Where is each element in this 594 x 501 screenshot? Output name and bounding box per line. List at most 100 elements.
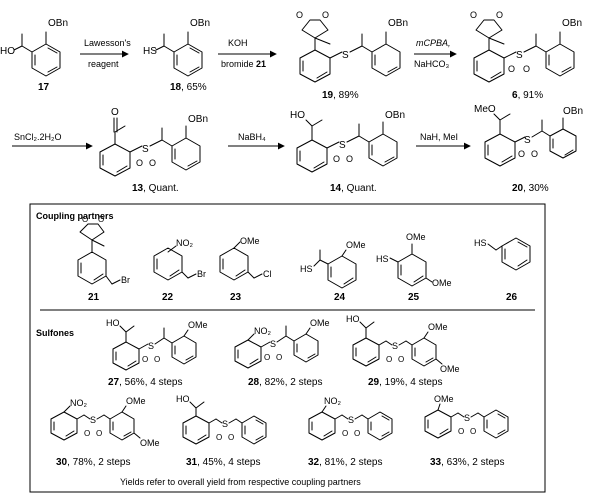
dioxolane-o1: O: [470, 10, 477, 20]
no2-label: NO₂: [70, 398, 88, 408]
partner-id: 23: [230, 292, 242, 303]
coupling-partners-title: Coupling partners: [36, 211, 114, 221]
sulfur-label: S: [342, 50, 349, 61]
sulfur-label: S: [524, 135, 531, 146]
sulfur-label: S: [142, 144, 149, 155]
sulfone-29-caption: 29, 19%, 4 steps: [368, 377, 443, 388]
hydroxyl-label: HO: [290, 110, 305, 121]
partner-label: HS: [300, 264, 313, 274]
sulfone-31: HO S O O: [176, 394, 267, 445]
hydroxyl-label: HO: [0, 46, 15, 57]
sulfone-27-caption: 27, 56%, 4 steps: [108, 377, 183, 388]
ome-label-2: OMe: [140, 438, 160, 448]
s-label: S: [464, 413, 470, 423]
obn-label: OBn: [388, 18, 408, 29]
compound-18: OBn HS: [143, 18, 210, 77]
ome-label: OMe: [126, 396, 146, 406]
sulfur-label: S: [516, 50, 523, 61]
o-label: O: [386, 355, 392, 364]
partner-id: 25: [408, 292, 420, 303]
partner-21: O O Br: [77, 215, 130, 285]
ome-label: OMe: [188, 320, 208, 330]
partner-label: OMe: [432, 278, 452, 288]
s-label: S: [222, 419, 228, 429]
reagent-mcpba: mCPBA,: [416, 38, 451, 48]
partner-26: HS: [474, 237, 531, 271]
ho-label: HO: [176, 394, 190, 404]
ho-label: HO: [346, 314, 360, 324]
compound-20: MeO S O O OBn: [474, 104, 583, 167]
partner-id: 22: [162, 292, 174, 303]
reagent-bromide: bromide 21: [221, 59, 266, 69]
sulfone-29: HO S O O OMe OMe: [346, 314, 460, 374]
partner-24: HS OMe: [300, 240, 366, 289]
partner-label: NO₂: [176, 238, 194, 248]
compound-19: O O S OBn: [296, 10, 408, 83]
partner-label: HS: [474, 238, 487, 248]
sulfur-label: S: [339, 140, 346, 151]
compound-14: HO S O O OBn: [290, 110, 405, 173]
oxygen-label-2: O: [523, 64, 530, 74]
o-label: O: [228, 433, 234, 442]
carbonyl-o-label: O: [111, 107, 119, 118]
ome-label-2: OMe: [440, 364, 460, 374]
oxygen-label-2: O: [531, 149, 538, 159]
dioxolane-o1: O: [296, 10, 303, 20]
coupling-partners-box: [29, 203, 546, 493]
partner-id: 24: [334, 292, 346, 303]
o-label: O: [342, 429, 348, 438]
methoxy-label: MeO: [474, 104, 496, 115]
partner-label: Br: [121, 275, 130, 285]
compound-19-caption: 19, 89%: [322, 90, 359, 101]
o-label: O: [84, 429, 90, 438]
o-label: O: [458, 427, 464, 436]
compound-20-caption: 20, 30%: [512, 183, 549, 194]
sulfone-28: NO₂ S O O OMe: [234, 318, 330, 369]
partner-id: 21: [88, 292, 100, 303]
partner-22: NO₂ Br: [153, 238, 206, 281]
oxygen-label: O: [518, 149, 525, 159]
compound-18-caption: 18, 65%: [170, 82, 207, 93]
partner-label: O: [82, 215, 88, 224]
ome-label: OMe: [428, 322, 448, 332]
partner-label: OMe: [346, 240, 366, 250]
obn-label: OBn: [48, 18, 68, 29]
dioxolane-o2: O: [496, 10, 503, 20]
obn-label: OBn: [190, 18, 210, 29]
sulfone-30: NO₂ S O O OMe OMe: [50, 396, 160, 448]
partner-23: OMe Cl: [219, 236, 272, 281]
partner-label: O: [98, 215, 104, 224]
reagent-sncl2: SnCl₂.2H₂O: [14, 132, 62, 142]
sulfone-31-caption: 31, 45%, 4 steps: [186, 457, 261, 468]
partner-label: Cl: [263, 269, 272, 279]
o-label: O: [96, 429, 102, 438]
partner-25: HS OMe OMe: [376, 232, 452, 288]
oxygen-label: O: [508, 64, 515, 74]
reagent-nahco3: NaHCO₃: [414, 59, 450, 69]
sulfone-33: OMe S O O: [424, 394, 509, 439]
sulfone-27: HO S O O OMe: [106, 318, 208, 371]
compound-13-caption: 13, Quant.: [132, 183, 179, 194]
reagent-nabh4: NaBH₄: [238, 132, 266, 142]
no2-label: NO₂: [324, 396, 342, 406]
thiol-label: HS: [143, 46, 157, 57]
reagent-lawessons: Lawesson's: [84, 38, 131, 48]
sulfone-32-caption: 32, 81%, 2 steps: [308, 457, 383, 468]
partner-label: OMe: [406, 232, 426, 242]
partner-label: Br: [197, 269, 206, 279]
sulfone-28-caption: 28, 82%, 2 steps: [248, 377, 323, 388]
ho-label: HO: [106, 318, 120, 328]
partner-label: HS: [376, 254, 389, 264]
o-label: O: [354, 429, 360, 438]
o-label: O: [398, 355, 404, 364]
sulfone-32: NO₂ S O O: [308, 396, 393, 441]
compound-13: O S O O OBn: [99, 107, 208, 177]
o-label: O: [154, 355, 160, 364]
no2-label: NO₂: [254, 326, 272, 336]
obn-label: OBn: [563, 106, 583, 117]
sulfone-33-caption: 33, 63%, 2 steps: [430, 457, 505, 468]
ome-label: OMe: [310, 318, 330, 328]
oxygen-label: O: [333, 154, 340, 164]
obn-label: OBn: [385, 110, 405, 121]
